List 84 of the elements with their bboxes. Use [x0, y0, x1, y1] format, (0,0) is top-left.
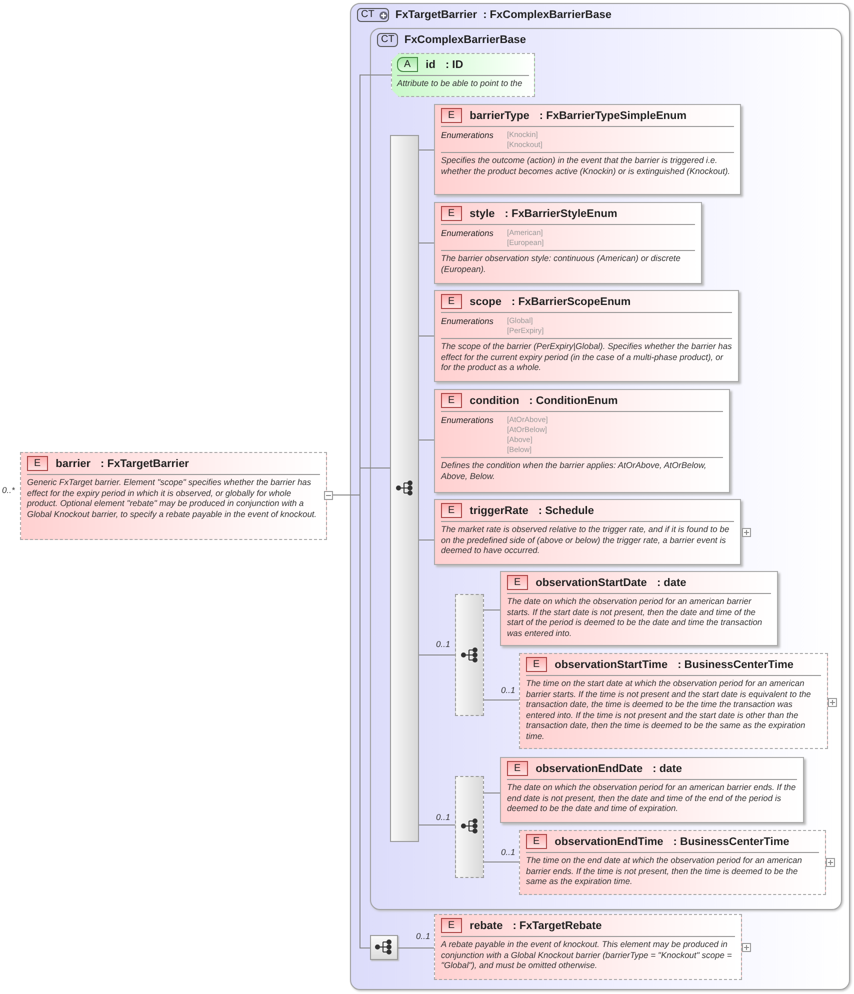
- sequence-bar: [455, 776, 484, 878]
- element-box: [500, 571, 778, 646]
- description-text: The scope of the barrier (PerExpiry|Global). Specifies whether the barrier has effect for the current expiry period (in the case of a multi-phase product), or for the product as a whole.: [441, 341, 732, 372]
- description-text: Specifies the outcome (action) in the event that the barrier is triggered i.e. whether the product becomes active (Knockin) or is extinguished (Knockout).: [441, 155, 732, 176]
- complex-type-badge: CT: [377, 33, 398, 47]
- element-box: [434, 104, 741, 195]
- connector-line: [484, 792, 500, 794]
- base-type-name: : FxComplexBarrierBase: [483, 9, 612, 21]
- attribute-box: [391, 53, 535, 97]
- type-name: : FxBarrierStyleEnum: [504, 208, 618, 220]
- type-name: : date: [656, 576, 686, 588]
- element-name: condition: [470, 394, 520, 406]
- enumerations-label: Enumerations: [441, 415, 494, 427]
- element-name: rebate: [470, 920, 503, 932]
- element-name: triggerRate: [470, 504, 528, 516]
- element-name: scope: [470, 296, 502, 308]
- element-box: [519, 830, 826, 895]
- sequence-box: [370, 935, 398, 960]
- element-name: style: [470, 208, 495, 220]
- type-name: : date: [652, 762, 682, 774]
- enumerations-label: Enumerations: [441, 130, 494, 142]
- sequence-bar: [390, 135, 419, 842]
- element-name: barrier: [56, 458, 91, 470]
- connector-line: [418, 242, 434, 244]
- complex-type-box: [350, 3, 850, 990]
- element-box: [434, 202, 702, 284]
- element-name: barrierType: [470, 110, 530, 122]
- cardinality-label: 0..1: [416, 931, 430, 941]
- cardinality-label: 0..*: [2, 485, 15, 495]
- type-name: FxTargetBarrier: [395, 9, 478, 21]
- connector-line: [418, 654, 456, 656]
- type-name: : FxBarrierScopeEnum: [511, 296, 631, 308]
- description-text: Generic FxTarget barrier. Element "scope" specifies whether the barrier has effect for the expiry period in which it is observed, or globally for whole product. Optional element "rebate" may be produced in conjunction with a Global Knockout barrier, to specify a rebate payable in the event of knockout.: [27, 477, 318, 519]
- element-name: observationEndDate: [536, 762, 643, 774]
- description-text: Attribute to be able to point to the: [397, 78, 524, 88]
- cardinality-label: 0..1: [501, 685, 516, 695]
- element-box: [434, 499, 741, 565]
- element-box: [20, 452, 327, 540]
- element-badge: E: [441, 393, 462, 408]
- type-name: : ConditionEnum: [529, 394, 618, 406]
- type-name: : BusinessCenterTime: [673, 836, 790, 848]
- enumerations-label: Enumerations: [441, 316, 494, 328]
- type-name: : BusinessCenterTime: [678, 658, 794, 670]
- cardinality-label: 0..1: [436, 812, 450, 822]
- enumerations-label: Enumerations: [441, 228, 494, 240]
- element-badge: E: [441, 206, 462, 221]
- element-badge: E: [507, 761, 528, 776]
- element-badge: E: [526, 834, 547, 849]
- element-box: [500, 757, 804, 823]
- element-badge: E: [441, 294, 462, 309]
- description-text: The market rate is observed relative to the trigger rate, and if it is found to be on the predefined side of (above or below) the trigger rate, a barrier event is deemed to have occurred.: [441, 524, 730, 556]
- cardinality-label: 0..1: [436, 639, 450, 649]
- element-badge: E: [441, 503, 462, 518]
- description-text: Defines the condition when the barrier applies: AtOrAbove, AtOrBelow, Above, Below.: [441, 460, 708, 481]
- element-name: observationStartTime: [554, 658, 668, 670]
- element-box: [434, 914, 742, 980]
- element-box: [434, 389, 730, 493]
- type-name: : FxBarrierTypeSimpleEnum: [539, 110, 687, 122]
- element-badge: E: [441, 918, 462, 933]
- type-name: : ID: [445, 58, 464, 70]
- connector-line: [418, 824, 456, 826]
- element-box: [519, 653, 828, 749]
- description-text: The date on which the observation period for an american barrier starts. If the start date is not present, then the date and time of the start of the period is deemed to be the date and time the transaction was entered into.: [507, 596, 764, 638]
- element-box: [434, 290, 739, 382]
- element-badge: E: [441, 108, 462, 123]
- element-name: observationStartDate: [536, 576, 647, 588]
- description-text: The time on the end date at which the observation period for an american barrier ends. If the time is not present, then the time is deemed to be the same as the expiration time.: [526, 855, 803, 886]
- description-text: The time on the start date at which the observation period for an american barrier starts. If the time is not present and the start date is equivalent to the transaction date, the time is deemed to be the time the transaction was entered into. If the time is not present and the start date is other than the transaction date, then the time is deemed to be the same as the expiration time.: [526, 678, 812, 741]
- cardinality-label: 0..1: [501, 847, 516, 857]
- type-name: : Schedule: [538, 504, 594, 516]
- type-name: FxComplexBarrierBase: [404, 34, 526, 46]
- element-name: id: [426, 58, 436, 70]
- element-name: observationEndTime: [554, 836, 664, 848]
- element-badge: E: [507, 575, 528, 590]
- attribute-badge: A: [397, 57, 418, 72]
- type-name: : FxTargetBarrier: [100, 458, 189, 470]
- element-badge: E: [526, 657, 547, 672]
- type-name: : FxTargetRebate: [512, 920, 602, 932]
- description-text: A rebate payable in the event of knockout. This element may be produced in conjunction with a Global Knockout barrier (barrierType = "Knockout" scope = "Global"), and must be omitted otherwise.: [441, 939, 733, 970]
- sequence-bar: [455, 594, 484, 716]
- description-text: The date on which the observation period for an american barrier ends. If the end date is not present, then the date and time of the end of the period is deemed to be the date and time of expiration.: [507, 782, 797, 814]
- complex-type-box: [370, 28, 842, 910]
- description-text: The barrier observation style: continuous (American) or discrete (European).: [441, 253, 682, 274]
- element-badge: E: [27, 456, 48, 471]
